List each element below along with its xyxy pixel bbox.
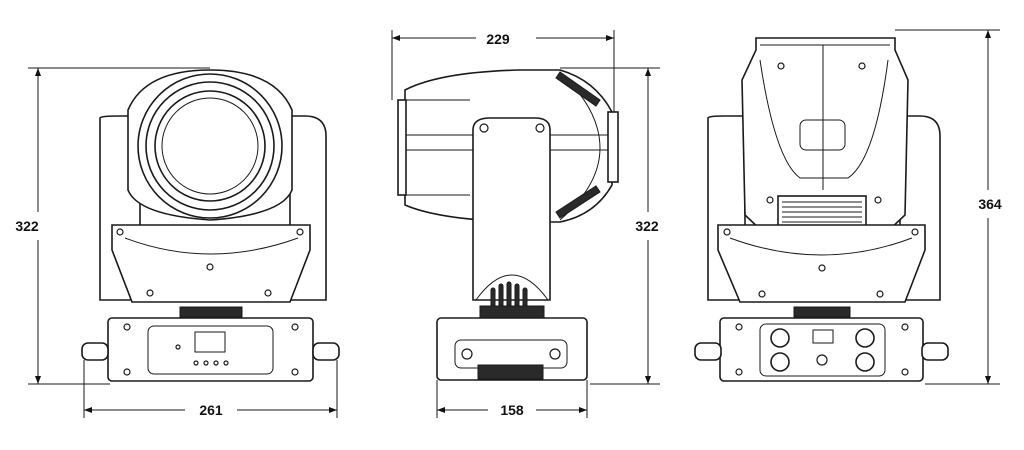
rear-height-label: 364 [978,196,1002,212]
side-depth-label: 229 [486,31,510,47]
side-height-dimension: 322 [560,67,660,385]
side-base-label: 158 [500,402,524,418]
side-height-label: 322 [635,218,659,234]
rear-height-dimension: 364 [895,29,1002,385]
base-vents [477,364,544,380]
front-height-dimension: 322 [15,67,210,385]
front-width-label: 261 [199,402,223,418]
side-depth-dimension: 229 [391,30,615,112]
front-view [81,69,340,382]
side-base-dimension: 158 [436,380,588,418]
neck-fins [479,281,545,319]
rear-view [694,37,949,382]
front-width-dimension: 261 [83,360,338,418]
side-fins [555,71,601,219]
side-view [397,69,619,381]
front-height-label: 322 [15,218,39,234]
